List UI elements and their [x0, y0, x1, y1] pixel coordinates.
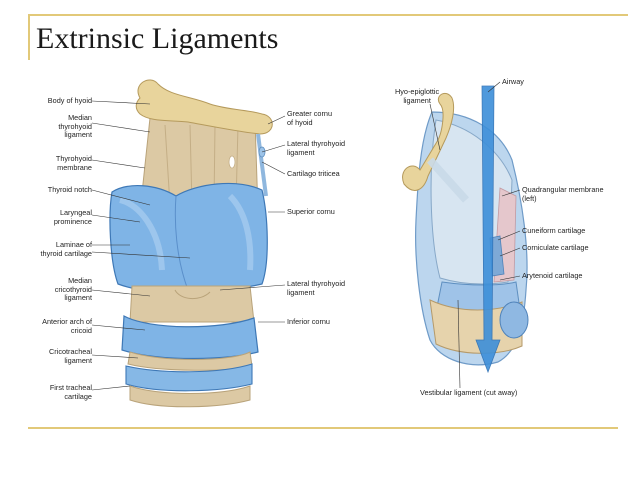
- label-laryngeal-prominence: Laryngeal prominence: [53, 208, 92, 226]
- label-superior-cornu: Superior cornu: [287, 207, 335, 216]
- label-first-tracheal: First tracheal cartilage: [49, 383, 92, 401]
- hyoid-bone: [135, 79, 273, 135]
- label-corniculate: Corniculate cartilage: [522, 243, 589, 252]
- label-quadrangular: Quadrangular membrane (left): [522, 185, 604, 203]
- label-hyo-epiglottic: Hyo-epiglottic ligament: [395, 87, 440, 105]
- label-thyrohyoid-membrane: Thyrohyoid membrane: [55, 154, 92, 172]
- cricoid-cartilage: [121, 315, 259, 360]
- label-inferior-cornu: Inferior cornu: [287, 317, 330, 326]
- airway-arrow: [475, 85, 501, 374]
- thyroid-cartilage: [109, 182, 268, 293]
- label-cricotracheal: Cricotracheal ligament: [49, 347, 92, 365]
- label-arytenoid: Arytenoid cartilage: [522, 271, 583, 280]
- slide-frame-bottom: [28, 427, 618, 429]
- label-thyroid-notch: Thyroid notch: [47, 185, 92, 194]
- label-median-thyrohyoid: Median thyrohyoid ligament: [58, 113, 92, 139]
- label-lateral-thyrohyoid-2: Lateral thyrohyoid ligament: [287, 279, 346, 297]
- label-lateral-thyrohyoid: Lateral thyrohyoid ligament: [287, 139, 346, 157]
- label-cuneiform: Cuneiform cartilage: [522, 226, 586, 235]
- right-leader-lines: [429, 81, 521, 389]
- cricothyroid-ligament: [129, 285, 255, 323]
- label-laminae: Laminae of thyroid cartilage: [40, 240, 92, 258]
- label-cartilago-triticea: Cartilago triticea: [287, 169, 340, 178]
- slide-title: Extrinsic Ligaments: [36, 22, 279, 55]
- left-larynx-figure: [109, 79, 273, 408]
- label-vestibular: Vestibular ligament (cut away): [420, 388, 518, 397]
- right-larynx-figure: [402, 85, 529, 374]
- slide-frame-top: [28, 14, 628, 16]
- left-leader-lines: [91, 100, 286, 391]
- first-tracheal-cartilage: [125, 363, 253, 392]
- label-airway: Airway: [502, 77, 524, 86]
- slide-frame-left: [28, 14, 30, 60]
- label-greater-cornu: Greater cornu of hyoid: [287, 109, 333, 127]
- label-body-of-hyoid: Body of hyoid: [47, 96, 92, 105]
- label-median-cricothyroid: Median cricothyroid ligament: [54, 276, 92, 302]
- label-anterior-arch: Anterior arch of cricoid: [42, 317, 92, 335]
- hyoid-bone-sagittal: [402, 92, 455, 191]
